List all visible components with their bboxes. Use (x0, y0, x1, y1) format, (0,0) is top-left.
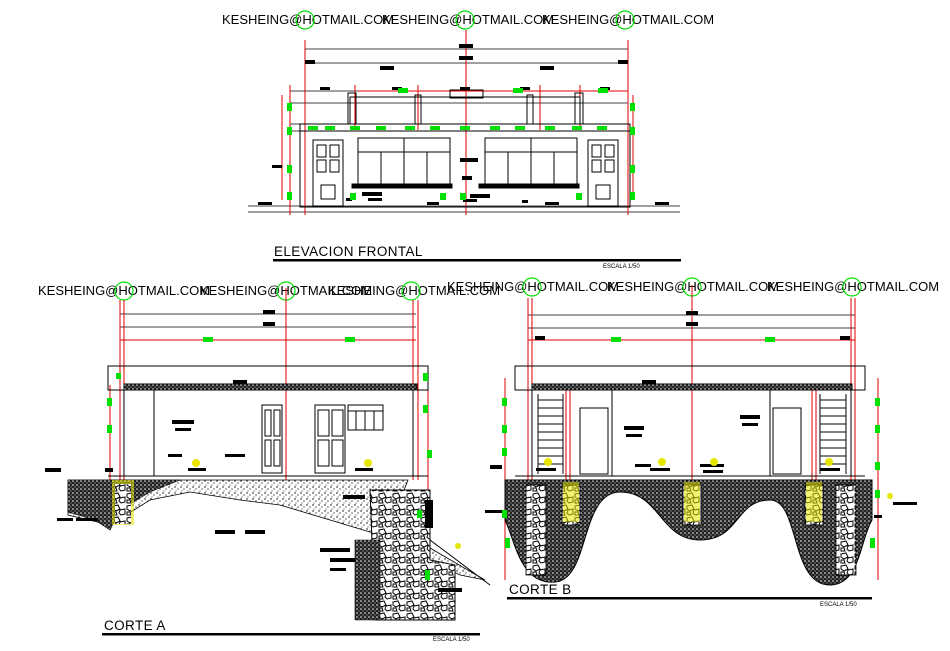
watermark-row-top: KESHEING@HOTMAIL.COM KESHEING@HOTMAIL.CO… (222, 10, 714, 30)
elevation-door-left (312, 139, 344, 207)
section-b-title: CORTE B (509, 582, 572, 597)
section-a-building (107, 365, 429, 477)
watermark-logo-icon (455, 10, 475, 30)
section-a-level-markers (107, 337, 432, 580)
watermark-text: KESHEING@HOTMAIL.COM (222, 12, 394, 27)
section-b-title-underline (507, 597, 872, 600)
section-a-yellow-marks (192, 459, 461, 549)
watermark-text: KESHEING@HOTMAIL.COM (382, 12, 554, 27)
watermark-logo-icon (842, 277, 862, 297)
section-b-scale: ESCALA 1/50 (820, 602, 857, 608)
elevation-facade (299, 89, 631, 208)
watermark-text: KESHEING@HOTMAIL.COM (38, 283, 210, 298)
elevation-title: ELEVACION FRONTAL (274, 244, 423, 259)
section-a-slope-line (429, 539, 491, 586)
watermark-text: KESHEING@HOTMAIL.COM (328, 283, 500, 298)
elevation-scale: ESCALA 1/50 (603, 264, 640, 270)
front-elevation: ELEVACION FRONTAL ESCALA 1/50 (248, 30, 681, 270)
section-b-level-markers (502, 337, 880, 548)
section-a: CORTE A ESCALA 1/50 (45, 288, 491, 643)
watermark-text: KESHEING@HOTMAIL.COM (607, 279, 779, 294)
section-b-tags (485, 311, 917, 518)
section-a-scale: ESCALA 1/50 (433, 637, 470, 643)
section-b-yellow-marks (544, 458, 893, 499)
elevation-windows (351, 137, 580, 189)
elevation-level-markers (287, 88, 635, 200)
elevation-door-right (587, 139, 619, 207)
section-a-column-footing (115, 484, 131, 524)
section-b-terrain (504, 479, 873, 586)
section-b-column-bases (563, 482, 822, 522)
section-a-footing-edge (354, 539, 381, 621)
watermark-text: KESHEING@HOTMAIL.COM (447, 279, 619, 294)
section-a-title: CORTE A (104, 618, 166, 633)
watermark-logo-icon (401, 281, 421, 301)
watermark-text: KESHEING@HOTMAIL.COM (542, 12, 714, 27)
watermark-text: KESHEING@HOTMAIL.COM (767, 279, 939, 294)
watermark-logo-icon (295, 10, 315, 30)
section-a-tags (45, 310, 462, 592)
section-b: CORTE B ESCALA 1/50 (485, 285, 917, 608)
watermark-logo-icon (615, 10, 635, 30)
watermark-logo-icon (522, 277, 542, 297)
watermark-row-middle: KESHEING@HOTMAIL.COM KESHEING@HOTMAIL.CO… (38, 277, 939, 301)
section-a-dimension-lines (120, 313, 416, 341)
section-b-stairs (537, 394, 847, 474)
section-b-building (514, 365, 866, 477)
section-a-title-underline (102, 633, 480, 636)
elevation-title-underline (273, 259, 681, 262)
